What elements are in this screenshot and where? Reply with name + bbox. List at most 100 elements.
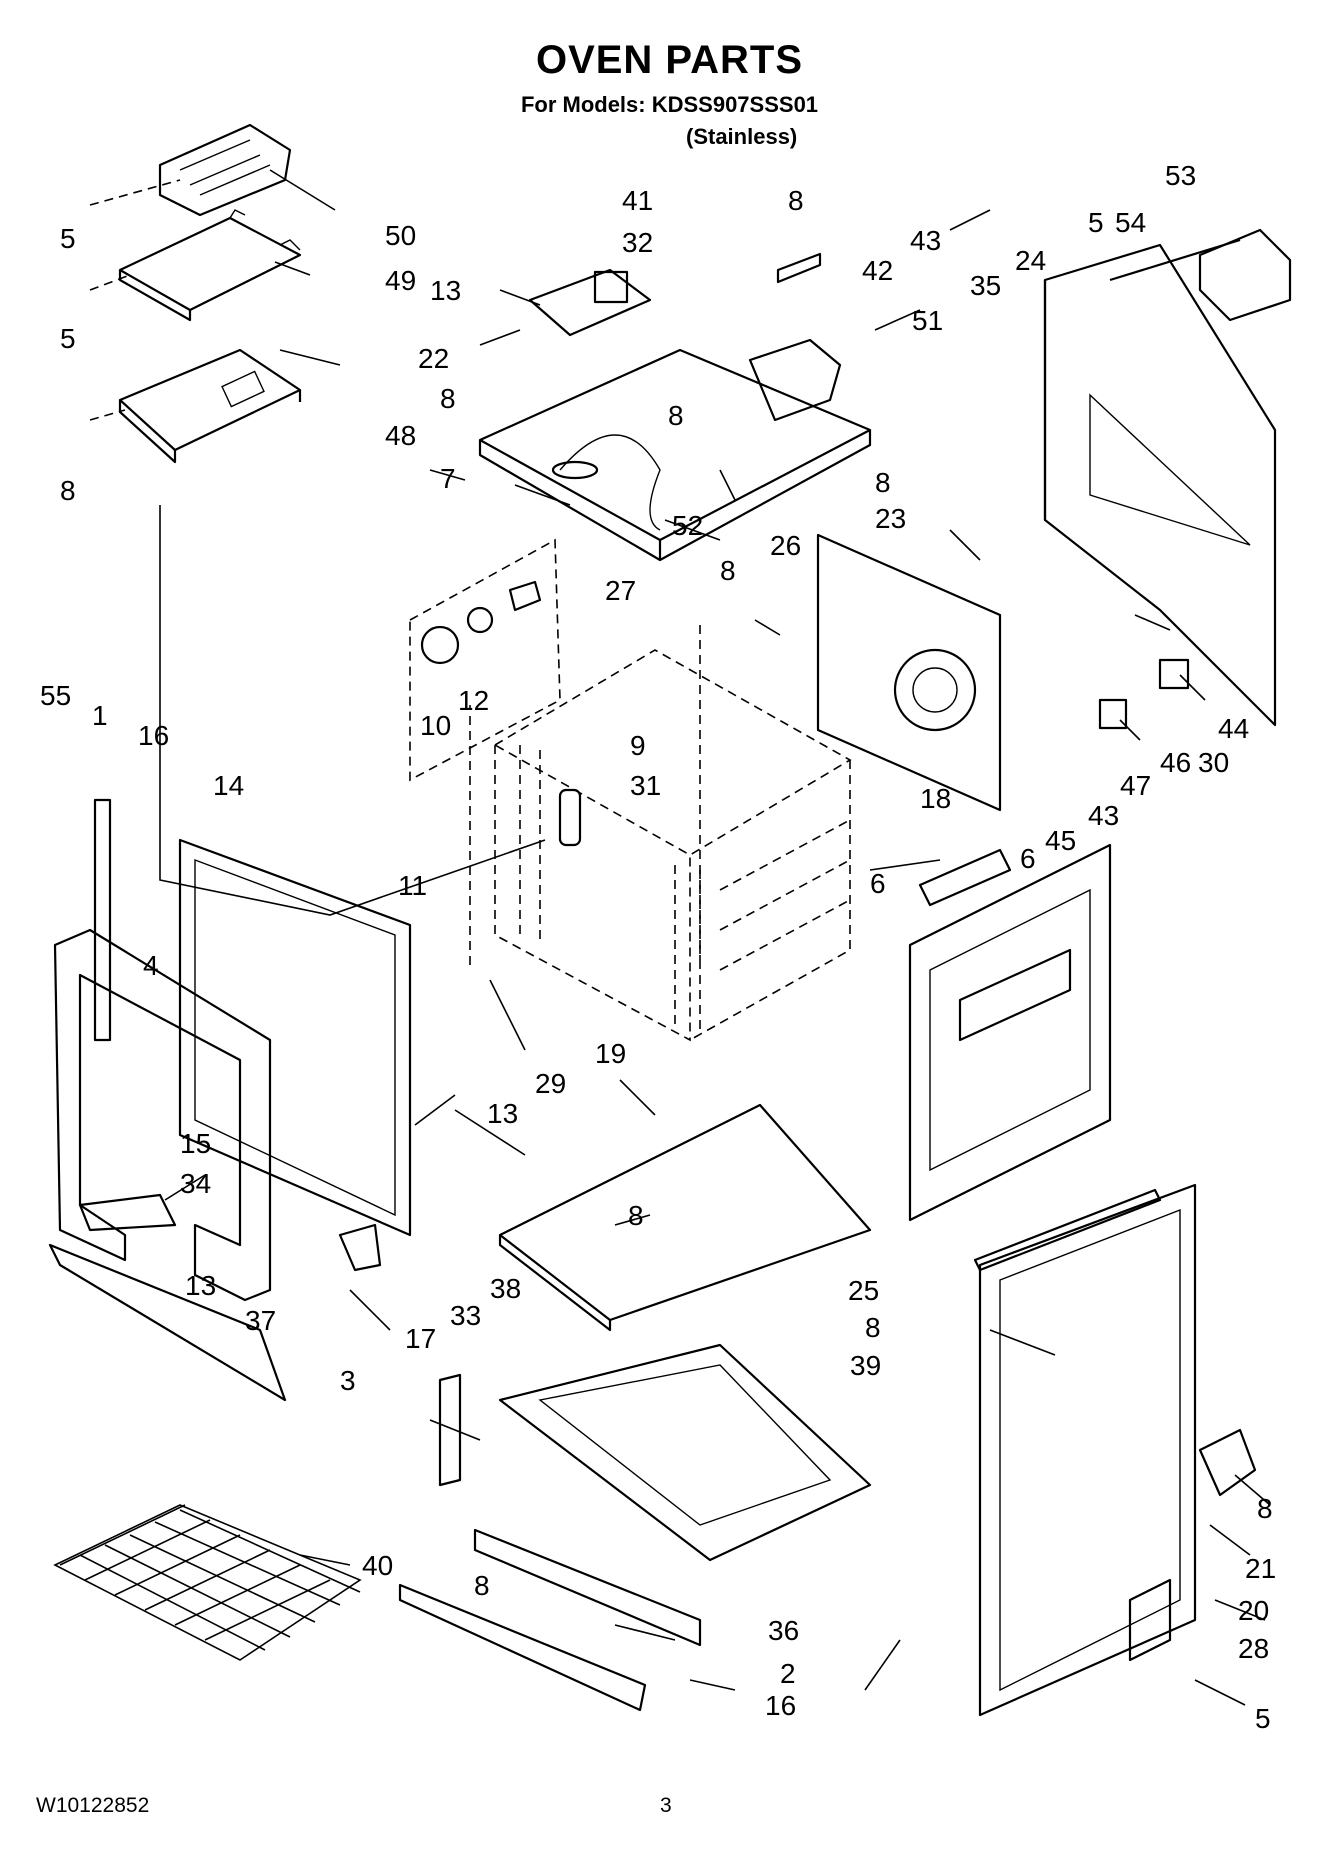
callout-label: 55: [40, 680, 71, 711]
callout-label: 44: [1218, 713, 1249, 744]
callout-label: 39: [850, 1350, 881, 1381]
callout-label: 25: [848, 1275, 879, 1306]
callout-label: 8: [720, 555, 736, 586]
door-hinge-cover-drawing: [1128, 1578, 1172, 1662]
callout-label: 38: [490, 1273, 521, 1304]
light-kit-outline: [409, 538, 561, 782]
callout-label: 5: [60, 323, 76, 354]
callout-label: 47: [1120, 770, 1151, 801]
trim-strip-drawing: [1109, 238, 1241, 282]
lamp-socket-drawing: [420, 625, 460, 665]
page-number: 3: [660, 1794, 672, 1817]
callout-label: 24: [1015, 245, 1046, 276]
rear-panel-drawing: [816, 533, 1002, 812]
outer-door-drawing: [978, 1183, 1197, 1717]
callout-label: 9: [630, 730, 646, 761]
callout-label: 6: [1020, 843, 1036, 874]
callout-label: 16: [765, 1690, 796, 1721]
oven-rack-drawing: [53, 1504, 362, 1661]
switch-bracket-drawing: [528, 268, 652, 337]
callout-label: 46: [1160, 747, 1191, 778]
temperature-sensor-drawing: [558, 788, 582, 847]
thermal-fuse-drawing: [1158, 658, 1190, 690]
model-subtitle: For Models: KDSS907SSS01: [520, 92, 819, 117]
callout-label: 31: [630, 770, 661, 801]
lamp-lens-drawing: [508, 580, 542, 612]
oven-bottom-drawing: [498, 1103, 872, 1332]
callout-label: 29: [535, 1068, 566, 1099]
callout-label: 8: [474, 1570, 490, 1601]
callout-label: 37: [245, 1305, 276, 1336]
door-panel-drawing: [958, 948, 1072, 1042]
callout-label: 6: [870, 868, 886, 899]
callout-label: 40: [362, 1550, 393, 1581]
callout-label: 51: [912, 305, 943, 336]
callout-label: 12: [458, 685, 489, 716]
callout-label: 13: [185, 1270, 216, 1301]
terminal-strip-drawing: [776, 252, 822, 284]
callout-label: 11: [398, 870, 427, 901]
document-number: W10122852: [36, 1794, 150, 1817]
callout-label: 8: [865, 1312, 881, 1343]
callout-label: 33: [450, 1300, 481, 1331]
callout-label: 1: [92, 700, 108, 731]
callout-label: 7: [440, 463, 456, 494]
door-inner-drawing: [908, 843, 1112, 1222]
callout-label: 8: [1257, 1493, 1273, 1524]
door-hinge-drawing: [1198, 1428, 1257, 1497]
callout-label: 36: [768, 1615, 799, 1646]
callout-label: 21: [1245, 1553, 1276, 1584]
side-trim-drawing: [93, 798, 112, 1042]
callout-label: 52: [672, 510, 703, 541]
finish-label: (Stainless): [686, 124, 798, 149]
callout-label: 10: [420, 710, 451, 741]
callout-label: 20: [1238, 1595, 1269, 1626]
callout-label: 15: [180, 1128, 211, 1159]
board-shield-drawing: [118, 209, 302, 322]
vent-cover-drawing: [1198, 228, 1292, 322]
callout-label: 18: [920, 783, 951, 814]
page-title: OVEN PARTS: [535, 38, 804, 82]
callout-label: 13: [430, 275, 461, 306]
callout-label: 5: [1088, 207, 1104, 238]
callout-label: 50: [385, 220, 416, 251]
callout-label: 8: [628, 1200, 644, 1231]
hinge-receptacle-drawing: [338, 1223, 382, 1272]
left-frame-drawing: [178, 838, 412, 1237]
callout-label: 13: [487, 1098, 518, 1129]
callout-label: 28: [1238, 1633, 1269, 1664]
callout-label: 17: [405, 1323, 436, 1354]
callout-label: 49: [385, 265, 416, 296]
oven-liner-drawing: [493, 649, 852, 1042]
callout-label: 30: [1198, 747, 1229, 778]
callout-label: 42: [862, 255, 893, 286]
door-gasket-drawing: [53, 928, 272, 1302]
door-seal-drawing: [973, 1188, 1162, 1272]
oven-top-drawing: [478, 348, 872, 562]
gasket-clip-drawing: [78, 1193, 177, 1232]
callout-label: 45: [1045, 825, 1076, 856]
lower-trim-drawing: [398, 1583, 647, 1712]
callout-label: 48: [385, 420, 416, 451]
callout-label: 27: [605, 575, 636, 606]
callout-label: 8: [440, 383, 456, 414]
drawer-slide-drawing: [473, 1528, 702, 1647]
callout-label: 8: [60, 475, 76, 506]
callout-label: 32: [622, 227, 653, 258]
callout-label: 41: [622, 185, 653, 216]
callout-label: 14: [213, 770, 244, 801]
callout-label: 26: [770, 530, 801, 561]
callout-label: 54: [1115, 207, 1146, 238]
callout-label: 8: [668, 400, 684, 431]
switch-drawing: [1098, 698, 1128, 730]
callout-label: 2: [780, 1658, 796, 1689]
door-hinge-bracket-drawing: [918, 848, 1012, 907]
callout-label: 8: [875, 467, 891, 498]
terminal-block-drawing: [748, 338, 842, 422]
callout-label: 4: [143, 950, 159, 981]
vent-trim-drawing: [48, 1243, 287, 1402]
callout-label: 5: [60, 223, 76, 254]
callout-label: 43: [910, 225, 941, 256]
callout-label: 35: [970, 270, 1001, 301]
